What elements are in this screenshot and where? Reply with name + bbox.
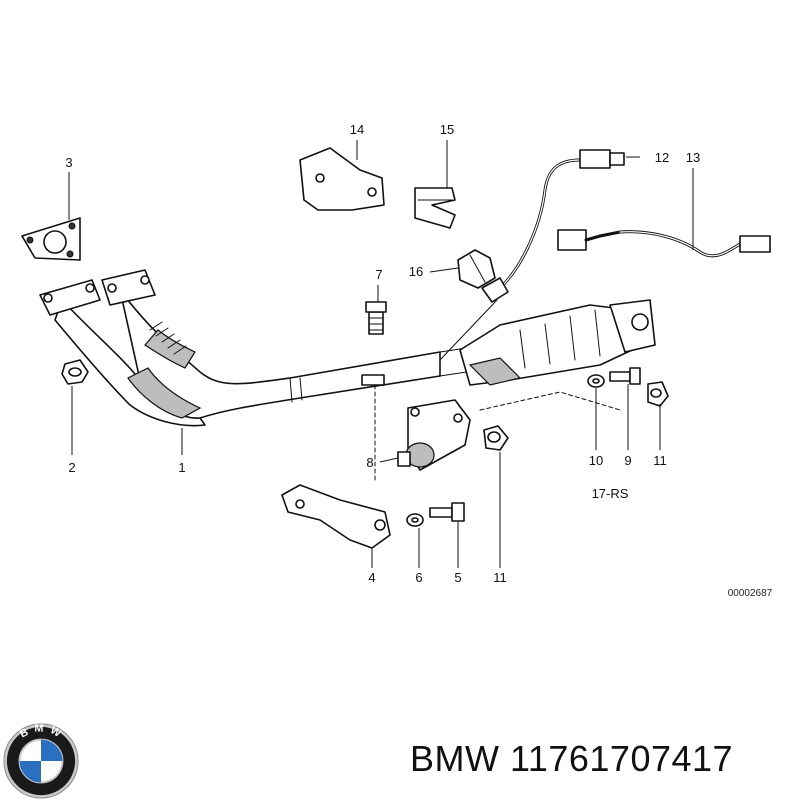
- nut-2: [61, 359, 89, 385]
- callout-7: 7: [375, 267, 382, 282]
- callout-6: 6: [415, 570, 422, 585]
- part-number: 11761707417: [510, 738, 734, 779]
- callout-17-rs: 17-RS: [592, 486, 629, 501]
- gasket-3: [21, 217, 81, 261]
- callout-1: 1: [178, 460, 185, 475]
- leader-lines: [68, 140, 694, 568]
- exhaust-manifold-pipe: [39, 269, 521, 427]
- callout-2: 2: [68, 460, 75, 475]
- callout-labels: 14 15 12 13 3 7 16 1 2 8 10 9 11 17-RS 4…: [65, 122, 772, 599]
- bolt-9: [609, 367, 641, 385]
- callout-9: 9: [624, 453, 631, 468]
- callout-12: 12: [655, 150, 669, 165]
- nut-11-lower: [483, 425, 509, 451]
- diagram-code: 00002687: [728, 588, 773, 599]
- holder-16: [457, 249, 496, 289]
- bracket-4: [281, 484, 391, 549]
- washer-6: [406, 513, 424, 527]
- callout-11: 11: [653, 453, 667, 468]
- callout-3: 3: [65, 155, 72, 170]
- callout-16: 16: [409, 264, 423, 279]
- bmw-logo: BMW: [3, 723, 79, 799]
- callout-5: 5: [454, 570, 461, 585]
- rubber-mount-8: [397, 399, 471, 471]
- oxygen-sensor-12: [481, 149, 625, 303]
- brand-name: BMW: [410, 738, 500, 779]
- nut-11-upper: [647, 381, 669, 407]
- callout-10: 10: [589, 453, 603, 468]
- callout-4: 4: [368, 570, 375, 585]
- callout-11-lower: 11: [493, 570, 507, 585]
- washer-10: [587, 374, 605, 388]
- catalytic-converter: [459, 299, 656, 386]
- callout-14: 14: [350, 122, 364, 137]
- clip-15: [414, 187, 456, 229]
- bolt-5: [429, 502, 465, 522]
- bolt-7: [365, 301, 387, 335]
- callout-8: 8: [366, 455, 373, 470]
- bracket-14: [299, 147, 385, 211]
- sensor-cable-13: [557, 229, 771, 258]
- part-caption: BMW 11761707417: [410, 738, 733, 780]
- callout-13: 13: [686, 150, 700, 165]
- callout-15: 15: [440, 122, 454, 137]
